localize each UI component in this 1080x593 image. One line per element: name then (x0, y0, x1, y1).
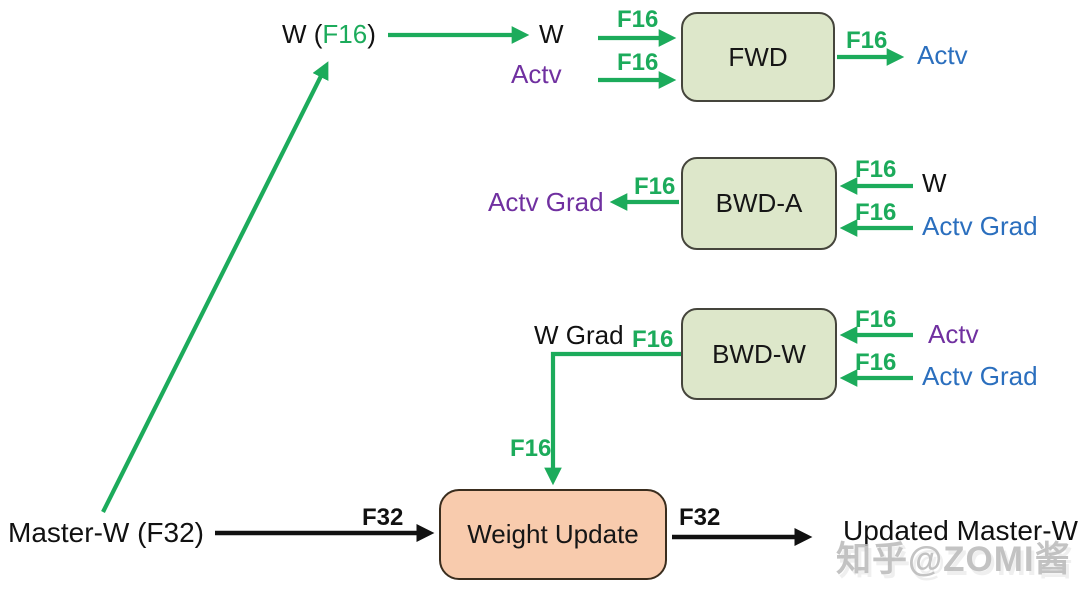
weight-update-node-label: Weight Update (467, 519, 639, 549)
actv-grad-label-bwda-out: Actv Grad (488, 187, 604, 217)
f16-tag-bwdw-in-actvgrad: F16 (855, 349, 897, 376)
f16-tag-bwda-in-w: F16 (855, 156, 897, 183)
bwd-a-node: BWD-A (681, 157, 837, 250)
w-f16-label: W (F16) (282, 19, 376, 49)
f16-tag-bwdw-out: F16 (632, 326, 674, 353)
w-f16-prefix: W ( (282, 19, 323, 49)
actv-grad-label-bwda-in: Actv Grad (922, 211, 1038, 241)
f32-tag-weight-update-in: F32 (362, 504, 404, 531)
f16-tag-bwda-in-actvgrad: F16 (855, 199, 897, 226)
f16-tag-fwd-in-actv: F16 (617, 49, 659, 76)
arrow-wgrad-to-weight-update (544, 351, 681, 486)
bwd-w-node: BWD-W (681, 308, 837, 400)
actv-grad-label-bwdw-in: Actv Grad (922, 361, 1038, 391)
actv-label-fwd-out: Actv (917, 40, 968, 70)
updated-master-w-label: Updated Master-W (843, 515, 1078, 546)
w-grad-label: W Grad (534, 320, 624, 350)
arrow-masterw-to-wf16 (101, 61, 329, 513)
weight-update-node: Weight Update (439, 489, 667, 580)
master-w-label: Master-W (F32) (8, 517, 204, 548)
watermark: 知乎@ZOMI酱 (836, 540, 1071, 579)
actv-label-bwdw-in: Actv (928, 319, 979, 349)
f16-tag-weight-update-in: F16 (510, 435, 552, 462)
f32-tag-weight-update-out: F32 (679, 504, 721, 531)
bwd-a-node-label: BWD-A (715, 188, 803, 218)
f16-tag-bwda-out: F16 (634, 173, 676, 200)
fwd-node-label: FWD (728, 41, 788, 72)
bwd-w-node-label: BWD-W (712, 338, 806, 369)
actv-label-top: Actv (511, 59, 562, 89)
fwd-node: FWD (681, 12, 835, 102)
w-f16-precision: F16 (322, 19, 368, 49)
w-f16-suffix: ) (367, 19, 376, 49)
f16-tag-bwdw-in-actv: F16 (855, 306, 897, 333)
f16-tag-fwd-out: F16 (846, 27, 888, 54)
w-label-top: W (539, 19, 564, 49)
f16-tag-fwd-in-w: F16 (617, 6, 659, 33)
w-label-bwda-in: W (922, 168, 947, 198)
